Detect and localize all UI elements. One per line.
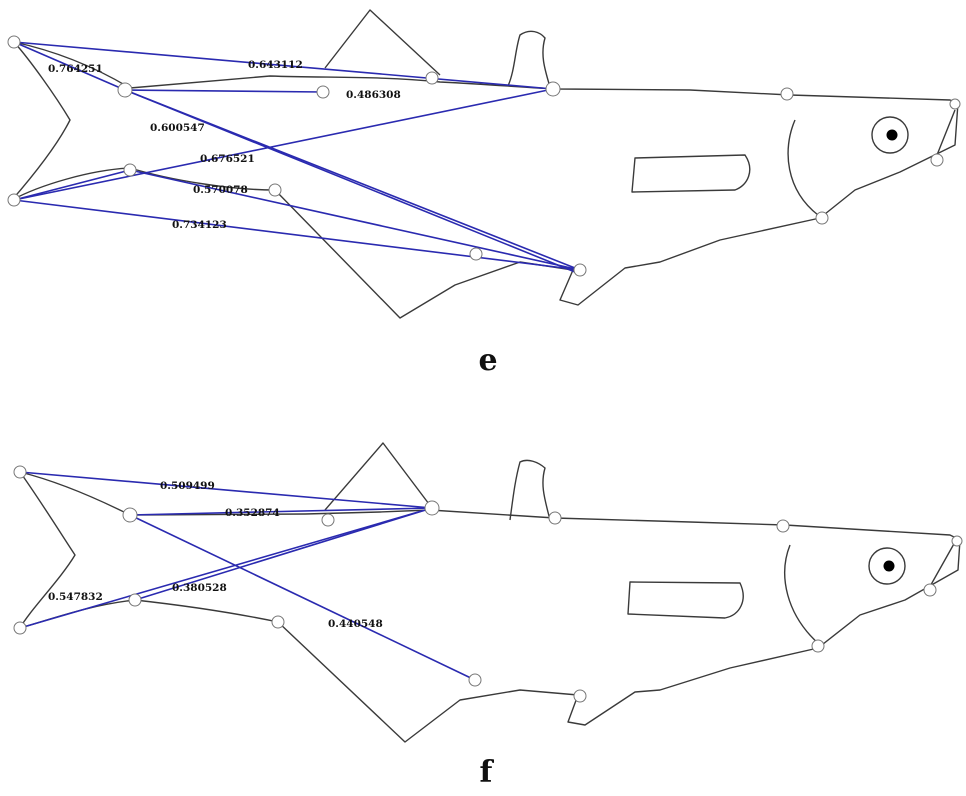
distance-label: 0.509499 <box>160 480 215 492</box>
distance-labels-e: 0.643112 0.764251 0.486308 0.600547 0.67… <box>48 59 401 231</box>
distance-label: 0.440548 <box>328 618 383 630</box>
distance-label: 0.380528 <box>172 582 227 594</box>
eye-f <box>884 561 895 572</box>
links-f <box>20 472 475 680</box>
landmarks-e <box>8 36 960 276</box>
landmarks-f <box>14 466 962 702</box>
distance-label: 0.643112 <box>248 59 303 71</box>
distance-label: 0.734123 <box>172 219 227 231</box>
panel-label-f: f <box>480 755 495 790</box>
distance-label: 0.600547 <box>150 122 205 134</box>
distance-label: 0.352874 <box>225 507 280 519</box>
panel-f: 0.509499 0.352874 0.547832 0.380528 0.44… <box>14 443 962 790</box>
panel-label-e: e <box>478 343 497 378</box>
distance-label: 0.764251 <box>48 63 103 75</box>
distance-label: 0.570078 <box>193 184 248 196</box>
distance-label: 0.547832 <box>48 591 103 603</box>
distance-label: 0.486308 <box>346 89 401 101</box>
panel-e: 0.643112 0.764251 0.486308 0.600547 0.67… <box>8 10 960 378</box>
eye-e <box>887 130 898 141</box>
fish-outline-e <box>12 10 958 318</box>
distance-label: 0.676521 <box>200 153 255 165</box>
